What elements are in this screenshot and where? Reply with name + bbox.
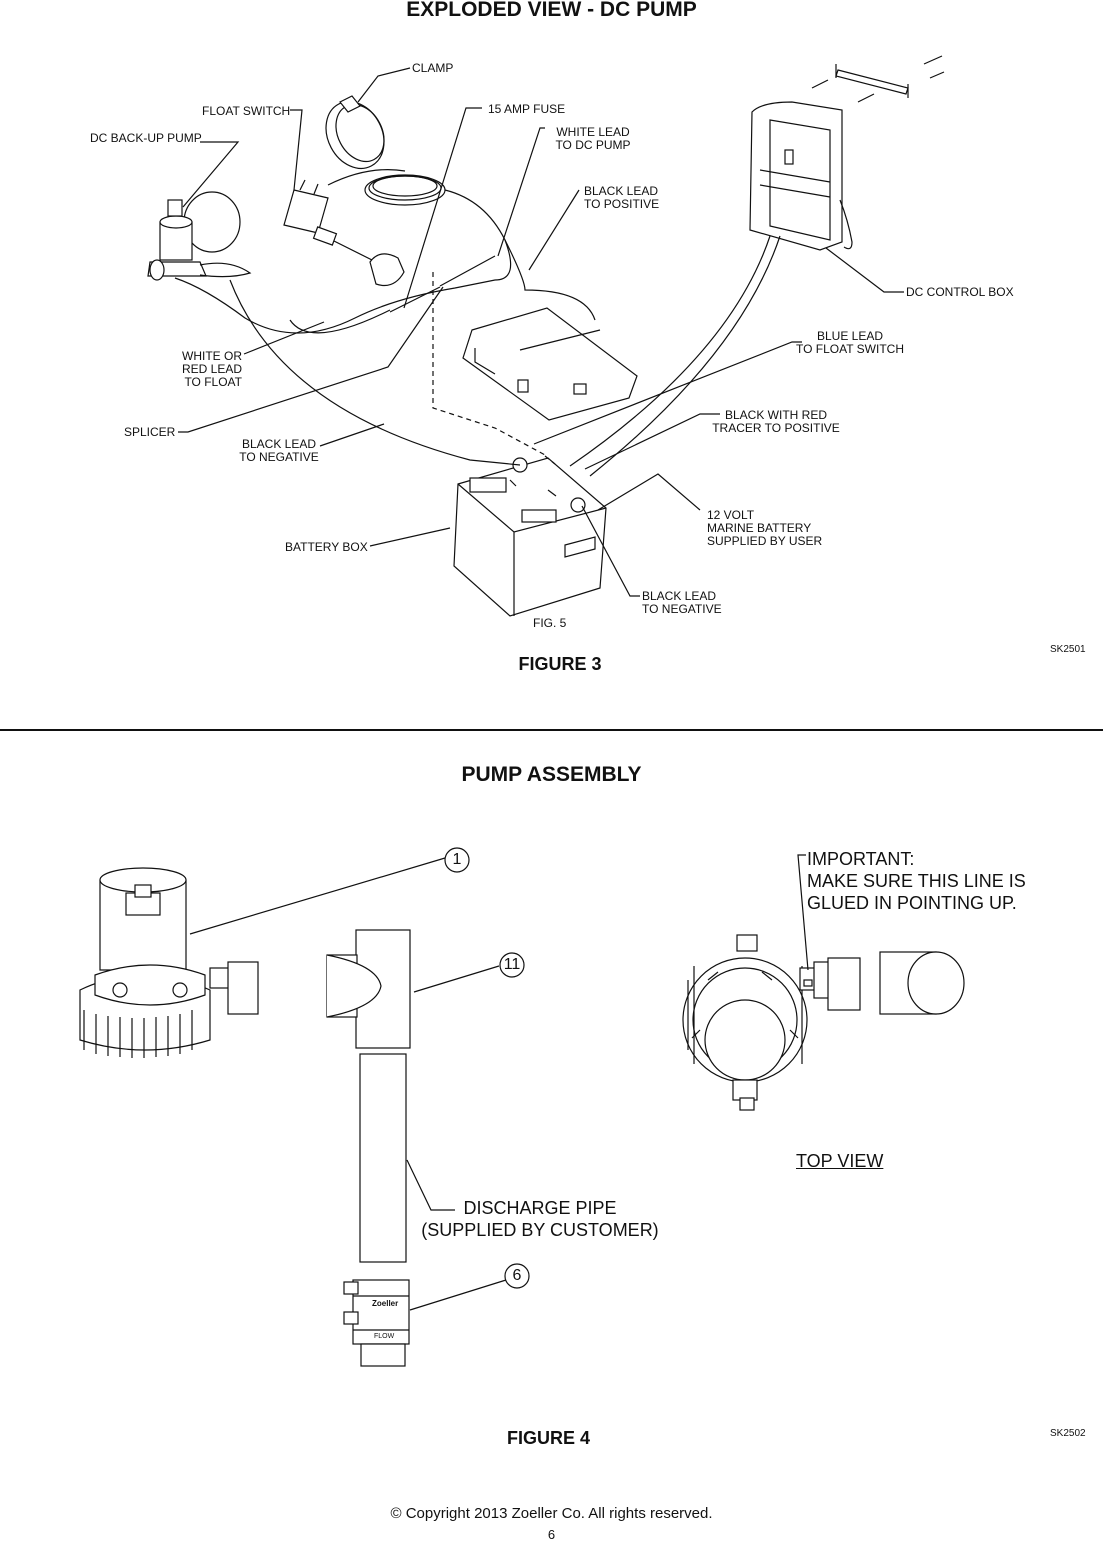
dc-control-box-drawing [749,55,945,251]
tee-fitting-drawing [326,929,411,1049]
discharge-pipe-label: DISCHARGE PIPE (SUPPLIED BY CUSTOMER) [421,1198,659,1240]
label-battery-box: BATTERY BOX [285,540,368,554]
clamp-drawing [325,95,385,170]
battery-drawing [453,457,607,617]
fig5-label: FIG. 5 [533,616,567,630]
callout-6: 6 [512,1267,522,1284]
pump-side-drawing [79,867,259,1058]
sketch-code-sk2501: SK2501 [1050,644,1086,655]
label-splicer: SPLICER [124,425,176,439]
label-clamp: CLAMP [412,61,454,75]
label-15-amp-fuse: 15 AMP FUSE [488,102,566,116]
callout-1: 1 [452,851,462,868]
battery-box-lid-drawing [462,307,638,421]
figure4-caption: FIGURE 4 [506,1428,590,1448]
valve-flow-text: FLOW [374,1333,395,1340]
label-float-switch: FLOAT SWITCH [202,104,291,118]
dc-pump-drawing [147,191,252,281]
figure4-heading: PUMP ASSEMBLY [461,763,642,786]
page-number: 6 [547,1527,556,1542]
coupling-drawing [879,951,965,1015]
float-switch-drawing [283,179,405,287]
important-note: IMPORTANT: MAKE SURE THIS LINE IS GLUED … [807,849,1026,913]
wire-coil-drawing [174,169,596,334]
label-dc-backup-pump: DC BACK-UP PUMP [90,131,202,145]
discharge-pipe-drawing [359,1053,407,1263]
label-dc-control-box: DC CONTROL BOX [906,285,1014,299]
pump-top-view-drawing [682,934,861,1111]
figure3-heading: EXPLODED VIEW - DC PUMP [406,0,697,21]
valve-brand-text: Zoeller [372,1299,399,1308]
callout-11: 11 [503,956,521,973]
top-view-label: TOP VIEW [796,1151,884,1171]
sketch-code-sk2502: SK2502 [1050,1428,1086,1439]
copyright-notice: © Copyright 2013 Zoeller Co. All rights … [390,1505,713,1522]
check-valve-drawing [343,1279,410,1367]
figure3-caption: FIGURE 3 [518,654,602,674]
